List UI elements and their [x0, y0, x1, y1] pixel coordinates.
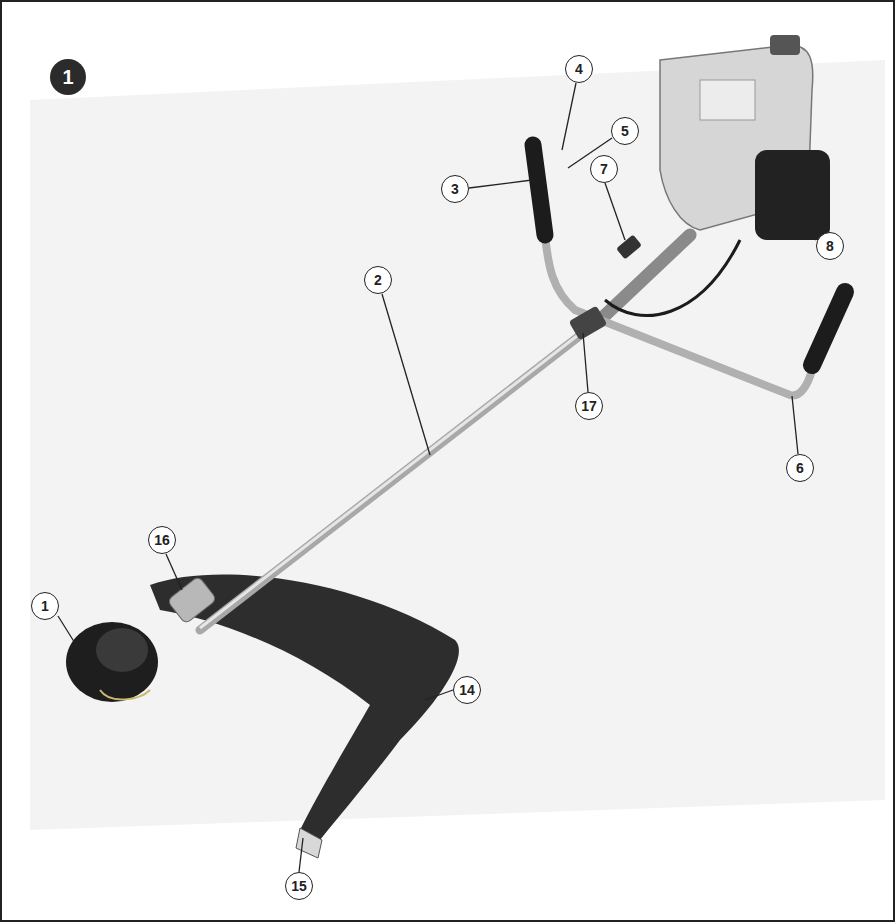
leader-line — [605, 183, 625, 240]
air-filter-cover — [755, 150, 830, 240]
callout-number: 15 — [285, 872, 313, 900]
leader-line — [425, 690, 453, 700]
callout-number: 7 — [590, 155, 618, 183]
callout-number: 17 — [575, 392, 603, 420]
callout-number: 8 — [816, 232, 844, 260]
engine-label — [700, 80, 755, 120]
engine-top-cap — [770, 35, 800, 55]
trimmer-head — [66, 622, 158, 702]
cutting-line — [100, 690, 150, 699]
callout-number: 4 — [565, 55, 593, 83]
cable-connector — [616, 235, 642, 260]
leader-line — [583, 333, 588, 392]
leader-lines — [58, 83, 816, 872]
gear-head — [167, 576, 217, 624]
callout-number: 2 — [364, 266, 392, 294]
handlebar — [545, 235, 812, 395]
leader-line — [299, 838, 303, 872]
figure-number: 1 — [50, 59, 86, 95]
leader-line — [562, 83, 576, 150]
leader-line — [469, 180, 532, 188]
leader-line — [166, 554, 182, 590]
right-grip — [812, 292, 845, 365]
leader-line — [382, 294, 430, 455]
photo-background — [30, 60, 885, 830]
callout-number: 3 — [441, 175, 469, 203]
callout-number: 5 — [611, 117, 639, 145]
leader-line — [58, 616, 78, 648]
line-cutter-blade — [296, 828, 322, 858]
callout-number: 1 — [31, 592, 59, 620]
trimmer-head-cap — [96, 628, 148, 672]
leader-line — [792, 396, 798, 454]
callout-number: 16 — [148, 526, 176, 554]
left-grip — [533, 145, 545, 235]
blade-guard — [150, 574, 459, 840]
drive-shaft — [200, 320, 600, 630]
leader-line — [800, 225, 816, 240]
callout-number: 14 — [453, 676, 481, 704]
handle-clamp — [569, 305, 608, 340]
shaft-highlight — [200, 318, 600, 628]
callout-number: 6 — [786, 454, 814, 482]
